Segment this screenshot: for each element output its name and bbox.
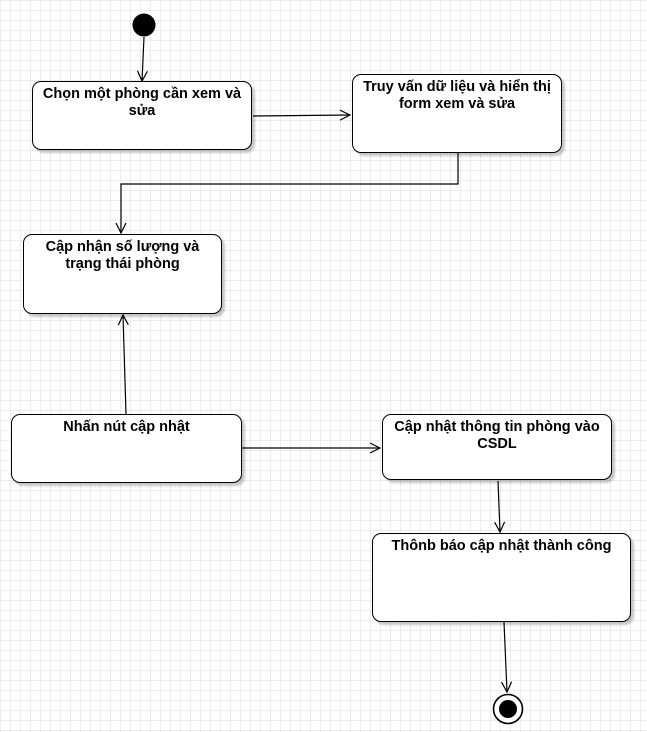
action-query-show-form-label: Truy vấn dữ liệu và hiển thị form xem và… <box>363 79 551 112</box>
action-update-db[interactable]: Cập nhật thông tin phòng vào CSDL <box>382 414 612 480</box>
action-update-quantity-status-label: Cập nhận số lượng và trạng thái phòng <box>45 239 200 272</box>
action-notify-success[interactable]: Thônb báo cập nhật thành công <box>372 533 631 622</box>
action-update-db-label: Cập nhật thông tin phòng vào CSDL <box>394 419 600 452</box>
edge-query-to-update-quantity <box>121 153 459 233</box>
action-press-update[interactable]: Nhấn nút cập nhật <box>11 414 242 483</box>
action-notify-success-label: Thônb báo cập nhật thành công <box>391 538 612 554</box>
edge-press-update-to-update-quantity <box>123 315 126 415</box>
edge-choose-room-to-query <box>252 115 350 116</box>
action-query-show-form[interactable]: Truy vấn dữ liệu và hiển thị form xem và… <box>352 74 562 153</box>
edge-update-db-to-notify <box>498 480 500 532</box>
initial-node[interactable] <box>132 13 156 37</box>
action-press-update-label: Nhấn nút cập nhật <box>63 419 190 435</box>
final-node[interactable] <box>492 693 524 725</box>
action-choose-room-label: Chọn một phòng cần xem và sửa <box>42 86 242 119</box>
action-choose-room[interactable]: Chọn một phòng cần xem và sửa <box>32 81 252 150</box>
edge-start-to-choose-room <box>142 36 144 81</box>
edge-notify-to-final <box>504 621 507 692</box>
action-update-quantity-status[interactable]: Cập nhận số lượng và trạng thái phòng <box>23 234 222 314</box>
